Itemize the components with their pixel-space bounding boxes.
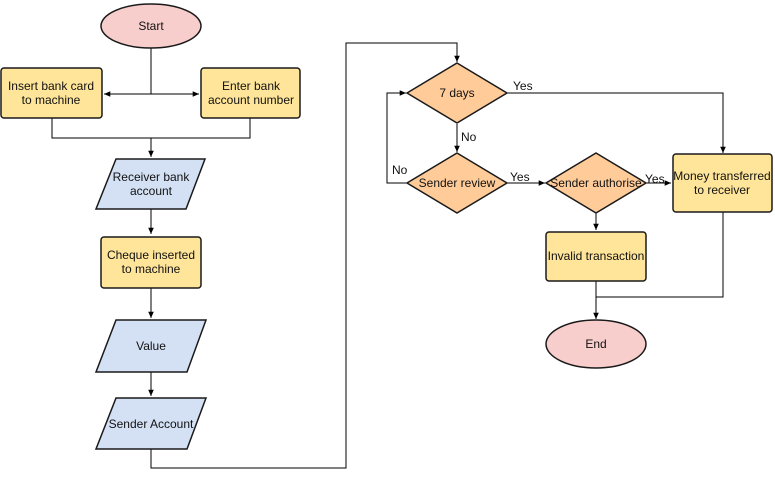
money-transferred-label-line2: to receiver (694, 183, 750, 197)
insert-card-label: Insert bank card (8, 79, 94, 93)
receiver-account-label: Receiver bank (113, 170, 191, 184)
money-transferred-label: Money transferred (673, 169, 770, 183)
value-label: Value (136, 339, 166, 353)
start-node: Start (100, 3, 202, 49)
sender-review-label: Sender review (419, 176, 496, 190)
sender-authorise-node: Sender authorise (544, 152, 648, 214)
end-label: End (585, 337, 606, 351)
receiver-account-label-line2: account (130, 184, 173, 198)
receiver-account-node: Receiver bank account (94, 158, 207, 210)
edge-labels: Yes No No Yes Yes (392, 79, 665, 186)
end-terminal (545, 319, 647, 369)
edge-seven-days-yes (507, 92, 726, 153)
receiver-account-io (94, 158, 207, 210)
sender-account-node: Sender Account (94, 397, 208, 450)
insert-card-node: Insert bank card to machine (0, 67, 103, 119)
sender-authorise-label: Sender authorise (550, 176, 642, 190)
seven-days-yes-label: Yes (513, 79, 533, 93)
cheque-node: Cheque inserted to machine (100, 236, 202, 289)
value-io (94, 319, 208, 373)
seven-days-node: 7 days (405, 62, 509, 124)
invalid-transaction-label: Invalid transaction (548, 249, 645, 263)
insert-card-process (0, 67, 103, 119)
edge-sender-account-to-seven-days (150, 42, 460, 469)
sender-account-label: Sender Account (109, 417, 194, 431)
money-transferred-process (672, 153, 773, 213)
edge-review-no-loop (386, 90, 407, 184)
enter-account-process (200, 67, 301, 119)
edges (51, 42, 726, 469)
review-yes-label: Yes (510, 170, 530, 184)
value-node: Value (94, 319, 208, 373)
edge-to-end (596, 212, 724, 319)
seven-days-decision (405, 62, 509, 124)
enter-account-label: Enter bank (222, 79, 281, 93)
sender-review-decision (405, 152, 509, 214)
edge-start-to-insert-card (104, 48, 152, 97)
enter-account-label-line2: account number (208, 93, 294, 107)
sender-account-io (94, 397, 208, 450)
invalid-transaction-node: Invalid transaction (545, 231, 647, 282)
start-terminal (100, 3, 202, 49)
review-no-label: No (392, 163, 408, 177)
seven-days-label: 7 days (439, 86, 474, 100)
cheque-label: Cheque inserted (107, 248, 195, 262)
money-transferred-node: Money transferred to receiver (672, 153, 773, 213)
edge-merge-to-receiver-account (51, 118, 251, 157)
enter-account-node: Enter bank account number (200, 67, 301, 119)
authorise-yes-label: Yes (645, 172, 665, 186)
invalid-transaction-process (545, 231, 647, 282)
sender-review-node: Sender review (405, 152, 509, 214)
start-label: Start (138, 19, 164, 33)
cheque-label-line2: to machine (122, 262, 181, 276)
end-node: End (545, 319, 647, 369)
insert-card-label-line2: to machine (22, 93, 81, 107)
sender-authorise-decision (544, 152, 648, 214)
cheque-process (100, 236, 202, 289)
seven-days-no-label: No (461, 130, 477, 144)
